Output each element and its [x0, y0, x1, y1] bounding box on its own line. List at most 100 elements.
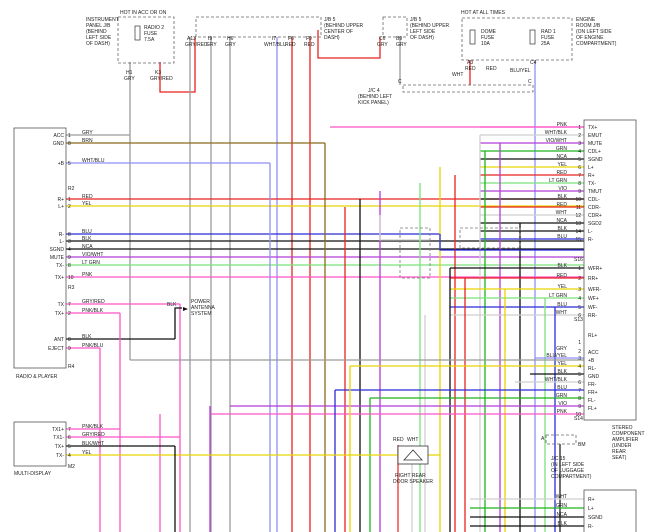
svg-text:BLU/YEL: BLU/YEL [510, 68, 531, 74]
amp-s16-wire: BLU [557, 234, 567, 240]
amp-s16-pin: 14 [575, 229, 581, 235]
svg-text:RED: RED [465, 66, 476, 72]
amp-s14-label: GND [588, 374, 600, 380]
amp-s14-wire: YEL [558, 361, 568, 367]
amp-s16-pin: 3 [578, 141, 581, 147]
multi-wire-color: PNK/BLK [82, 424, 104, 430]
radio-wire-color: PNK [82, 272, 93, 278]
amp-s14-wire: WHT/BLK [545, 377, 568, 383]
svg-text:COMPONENT: COMPONENT [612, 431, 645, 437]
amp-rl-label: RL+ [588, 333, 597, 339]
radio-pin-label: SGND [50, 247, 65, 253]
svg-text:A3: A3 [467, 60, 473, 66]
amp-s13-label: RR+ [588, 276, 598, 282]
radio-pin-label: R+ [57, 197, 64, 203]
svg-text:LEFT SIDE: LEFT SIDE [86, 35, 112, 41]
svg-text:COMPARTMENT): COMPARTMENT) [551, 474, 592, 480]
wire-gry-red-fuse [159, 37, 196, 93]
amp-s16-label: SGND [588, 157, 603, 163]
svg-text:R3: R3 [68, 285, 75, 291]
amp-s14-wire: BLK [558, 369, 568, 375]
radio-pin-number: 9 [68, 255, 71, 261]
svg-text:GRY/RED: GRY/RED [185, 42, 208, 48]
svg-text:ROOM J/B: ROOM J/B [576, 23, 601, 29]
svg-text:C: C [398, 79, 402, 85]
radio-pin-number: 1 [68, 197, 71, 203]
multi-pin-number: 7 [68, 427, 71, 433]
amp-s14-pin: 6 [578, 380, 581, 386]
amp-s14-pin: 4 [578, 364, 581, 370]
amp-s14-pin: 5 [578, 372, 581, 378]
amp-s14-wire: BLU/YEL [546, 353, 567, 359]
svg-text:F9: F9 [306, 36, 312, 42]
amp-s14-label: FL- [588, 398, 596, 404]
amp-s16-wire: WHT/BLK [545, 130, 568, 136]
svg-text:RADIO 2: RADIO 2 [144, 25, 164, 31]
amp-s14-label: ACC [588, 350, 599, 356]
amp-s16-pin: 1 [578, 125, 581, 131]
svg-text:INSTRUMENT: INSTRUMENT [86, 17, 119, 23]
amp-s16-label: TX- [588, 181, 596, 187]
svg-text:(UNDER: (UNDER [612, 443, 632, 449]
svg-text:I9: I9 [208, 36, 212, 42]
svg-text:FUSE: FUSE [144, 31, 158, 37]
amp-s14-label: RL- [588, 366, 596, 372]
bottom-box-label: R- [588, 524, 594, 530]
amp-s16-label: TX+ [588, 125, 597, 131]
amp-s14-pin: 1 [578, 340, 581, 346]
multi-title: MULTI-DISPLAY [14, 471, 52, 477]
amp-s16-label: TMUT [588, 189, 602, 195]
radio-wire-color: YEL [82, 201, 92, 207]
svg-text:SYSTEM: SYSTEM [191, 311, 212, 317]
wire-blk-ant [174, 307, 182, 339]
svg-text:BLK: BLK [167, 302, 177, 308]
svg-text:K3: K3 [155, 70, 161, 76]
svg-text:WHT: WHT [407, 437, 418, 443]
jc4: J/C 4 (BEHIND LEFT KICK PANEL) [358, 84, 534, 106]
bottom-box-wire: NCA [556, 512, 567, 518]
radio-pin-label: TX [58, 302, 65, 308]
amp-s13-label: RR- [588, 313, 597, 319]
radio-pin-number: 8 [68, 337, 71, 343]
svg-text:C6: C6 [379, 36, 386, 42]
svg-text:R4: R4 [68, 364, 75, 370]
multi-pin-number: 6 [68, 435, 71, 441]
svg-text:S14: S14 [574, 416, 583, 422]
amp-s16-wire: PNK [557, 122, 568, 128]
shield-marker [459, 227, 521, 249]
radio-pin-number: 3 [68, 239, 71, 245]
wire-red-loop [317, 30, 381, 59]
amp-s14-label: FL+ [588, 406, 597, 412]
wire-wht-cdr [379, 215, 430, 241]
svg-text:J/B 5: J/B 5 [324, 17, 336, 23]
multi-wire-color: BLK/WHT [82, 441, 104, 447]
svg-text:(IN LEFT SIDE: (IN LEFT SIDE [551, 462, 585, 468]
svg-text:GRY: GRY [225, 42, 236, 48]
amp-s16-wire: BLK [558, 194, 568, 200]
amp-s16-pin: 4 [578, 149, 581, 155]
svg-text:KICK PANEL): KICK PANEL) [358, 100, 389, 106]
top-pin-labels: H1 K3 A13 I9 H6 I7 F6 F9 C6 B9 A3 C4 C C… [124, 36, 537, 85]
svg-text:STEREO: STEREO [612, 425, 633, 431]
svg-text:COMPARTMENT): COMPARTMENT) [576, 41, 617, 47]
svg-text:OF ENGINE: OF ENGINE [576, 35, 604, 41]
amp-s14-label: FR+ [588, 390, 598, 396]
radio-pin-label: MUTE [50, 255, 65, 261]
multi-pin-label: TX1+ [52, 427, 64, 433]
radio-pin-label: GND [53, 141, 65, 147]
svg-text:A13: A13 [187, 36, 196, 42]
svg-text:GRY/RED: GRY/RED [150, 76, 173, 82]
amp-s16-pin: 7 [578, 173, 581, 179]
svg-text:M2: M2 [68, 464, 75, 470]
right-rear-door-speaker: RED WHT RIGHT REAR DOOR SPEAKER [393, 437, 433, 485]
amp-s16-wire: WHT [556, 210, 567, 216]
svg-text:FUSE: FUSE [541, 35, 555, 41]
radio-pin-label: L- [60, 239, 65, 245]
radio-wire-color: WHT/BLU [82, 158, 105, 164]
radio-wire-color: BLK [82, 334, 92, 340]
radio-wire-color: GRY/RED [82, 299, 105, 305]
radio-wire-color: RED [82, 194, 93, 200]
